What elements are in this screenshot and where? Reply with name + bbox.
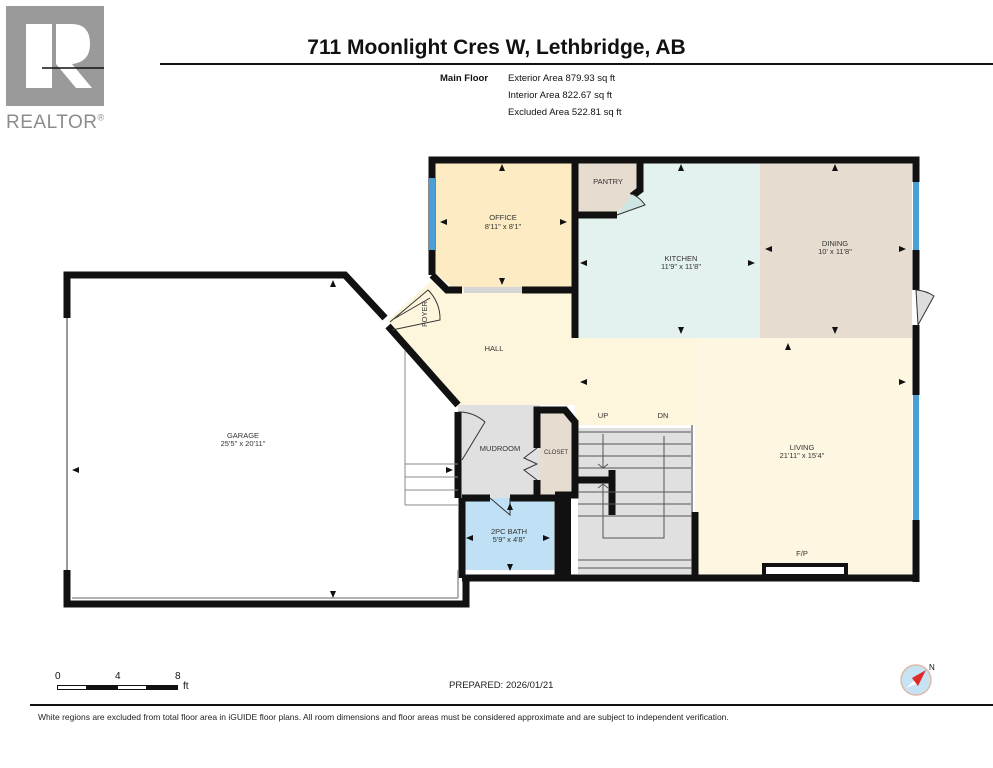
- svg-text:N: N: [929, 663, 935, 672]
- fireplace-label: F/P: [796, 549, 808, 558]
- scale-segment: [57, 685, 87, 690]
- scale-unit: ft: [183, 681, 189, 692]
- living-label: LIVING: [790, 443, 815, 452]
- realtor-wordmark: REALTOR®: [6, 112, 105, 133]
- disclaimer: White regions are excluded from total fl…: [38, 712, 729, 722]
- stairs-up-label: UP: [598, 411, 608, 420]
- dining-label: DINING: [822, 239, 848, 248]
- kitchen-dims: 11'9" x 11'8": [661, 262, 701, 271]
- mudroom-door: [457, 411, 486, 461]
- exterior-area: Exterior Area 879.93 sq ft: [508, 73, 616, 84]
- room-garage: [67, 275, 458, 600]
- room-mudroom: [458, 405, 540, 498]
- dining-door: [915, 289, 935, 327]
- floor-label: Main Floor: [440, 73, 489, 84]
- scale-segment: [146, 685, 178, 690]
- dimension-markers: [72, 164, 906, 598]
- scale-tick-8: 8: [175, 671, 181, 682]
- footer-divider: [30, 704, 993, 706]
- room-closet: [540, 410, 575, 495]
- room-kitchen: [575, 160, 760, 338]
- scale-tick-0: 0: [55, 671, 61, 682]
- stairs-down-label: DN: [658, 411, 669, 420]
- pantry-label: PANTRY: [593, 177, 623, 186]
- stairs: [578, 428, 692, 574]
- bath-dims: 5'9" x 4'8": [493, 535, 526, 544]
- scale-bar: 0 4 8 ft: [55, 671, 225, 701]
- living-dims: 21'11" x 15'4": [780, 451, 825, 460]
- foyer-label: FOYER: [420, 301, 429, 327]
- north-compass-icon: N: [898, 660, 938, 700]
- stair-treads: [578, 425, 693, 569]
- hall-label: HALL: [485, 344, 504, 353]
- realtor-r-logo-icon: [6, 6, 104, 106]
- room-dining: [760, 160, 912, 338]
- scale-segment: [117, 685, 147, 690]
- title-divider: [160, 63, 993, 65]
- prepared-date: PREPARED: 2026/01/21: [449, 680, 554, 691]
- dining-dims: 10' x 11'8": [818, 247, 852, 256]
- mudroom-label: MUDROOM: [480, 444, 520, 453]
- garage-steps: [404, 350, 458, 506]
- windows: [429, 178, 919, 520]
- page-title: 711 Moonlight Cres W, Lethbridge, AB: [307, 36, 686, 59]
- excluded-area: Excluded Area 522.81 sq ft: [508, 107, 622, 118]
- office-label: OFFICE: [489, 213, 517, 222]
- garage-label: GARAGE: [227, 431, 259, 440]
- realtor-logo: REALTOR®: [6, 6, 106, 136]
- closet-label: CLOSET: [544, 450, 568, 456]
- scale-segment: [86, 685, 118, 690]
- office-door-opening: [464, 287, 522, 293]
- office-dims: 8'11" x 8'1": [485, 222, 522, 231]
- interior-area: Interior Area 822.67 sq ft: [508, 90, 613, 101]
- room-living: [695, 338, 912, 578]
- garage-dims: 25'5" x 20'11": [221, 439, 266, 448]
- foyer-door: [389, 289, 441, 331]
- fireplace: [762, 563, 848, 578]
- scale-tick-4: 4: [115, 671, 121, 682]
- room-pantry: [575, 160, 640, 215]
- kitchen-label: KITCHEN: [665, 254, 698, 263]
- closet-doors: [523, 447, 539, 481]
- room-office: [432, 160, 575, 290]
- pantry-door: [616, 193, 646, 216]
- bath-label: 2PC BATH: [491, 527, 527, 536]
